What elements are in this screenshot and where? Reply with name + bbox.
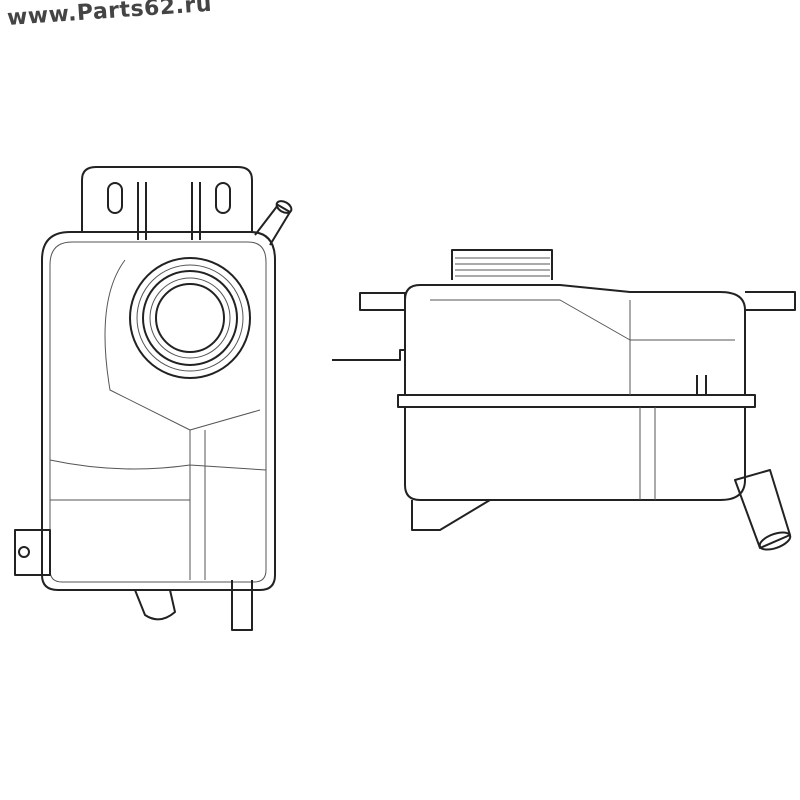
front-view [14,166,293,631]
side-view [332,249,796,551]
